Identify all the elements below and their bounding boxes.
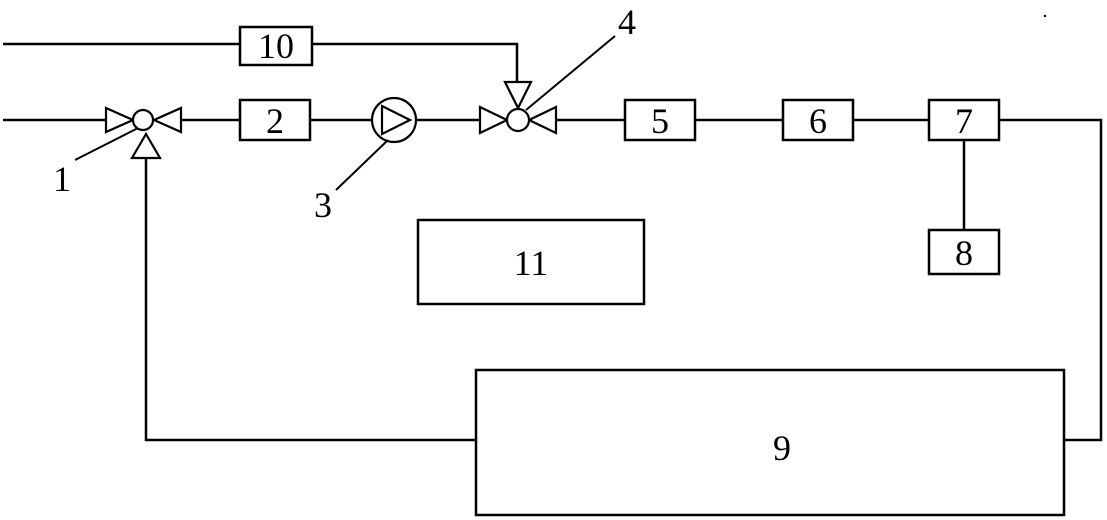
- box-2-label: 2: [266, 101, 284, 141]
- box-2: 2: [238, 98, 312, 142]
- callout-label-4: 4: [618, 2, 636, 42]
- leader-line-4: [525, 35, 616, 111]
- pipe-lines: [3, 42, 1103, 442]
- box-10-label: 10: [258, 26, 294, 66]
- pipe-10-to-valve4: [312, 42, 519, 82]
- leader-line-3: [335, 139, 389, 191]
- leader-line-1: [74, 127, 139, 161]
- box-9: 9: [474, 368, 1066, 517]
- box-7-label: 7: [955, 101, 973, 141]
- box-8-label: 8: [955, 233, 973, 273]
- pipe-9-return-to-valve1: [144, 158, 476, 442]
- speck-mark: [1043, 14, 1047, 18]
- box-5-label: 5: [651, 101, 669, 141]
- box-6-label: 6: [809, 101, 827, 141]
- box-5: 5: [623, 98, 697, 142]
- box-10: 10: [238, 25, 314, 67]
- three-way-valve-1-icon: [104, 106, 183, 160]
- callout-1: 1: [53, 127, 139, 199]
- three-way-valve-4-icon: [478, 80, 558, 135]
- box-6: 6: [781, 98, 855, 142]
- callout-3: 3: [314, 139, 389, 225]
- box-8: 8: [927, 228, 1001, 276]
- pump-3-icon: [370, 96, 418, 144]
- pipe-7-to-9: [999, 118, 1103, 442]
- callout-label-3: 3: [314, 185, 332, 225]
- box-9-label: 9: [773, 428, 791, 468]
- callout-label-1: 1: [53, 159, 71, 199]
- box-11-label: 11: [514, 243, 549, 283]
- box-11: 11: [416, 218, 646, 306]
- box-7: 7: [927, 98, 1001, 142]
- callout-4: 4: [525, 2, 636, 111]
